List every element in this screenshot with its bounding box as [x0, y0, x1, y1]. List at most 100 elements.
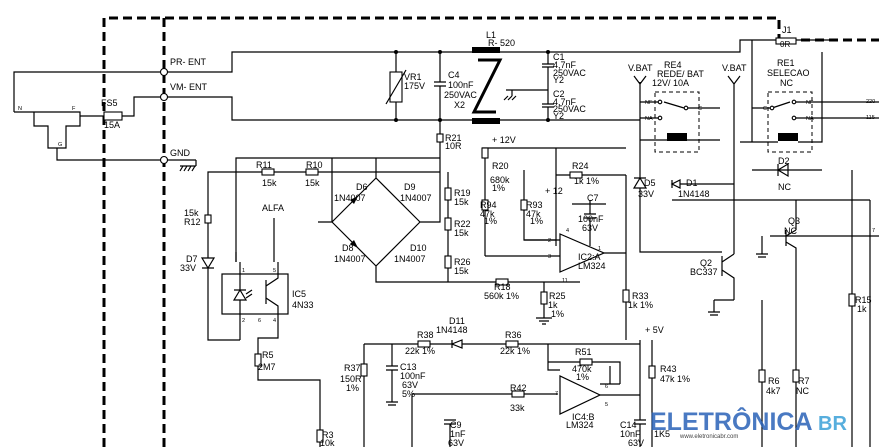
- r43-ref: R43: [660, 364, 677, 374]
- fuse-fs5: FS5 15A: [101, 96, 160, 130]
- ic4-part: LM324: [566, 420, 594, 430]
- c4-rating: 250VAC: [444, 90, 477, 100]
- d7-value: 33V: [180, 263, 196, 273]
- r51-tol: 1%: [576, 372, 589, 382]
- r42-ref: R42: [510, 383, 527, 393]
- resistor-r19: R19 15k: [444, 187, 471, 207]
- r12-d7-path: [207, 171, 240, 341]
- r93-value: 47k: [526, 209, 541, 219]
- d5-ref: D5: [644, 178, 656, 188]
- d2-ref: D2: [778, 156, 790, 166]
- relay-re1: C NF NA RE1 SELECAO NC: [740, 40, 879, 153]
- c13-rating: 63V: [402, 380, 418, 390]
- r25-value: 1k: [548, 300, 558, 310]
- rail-12-label: + 12: [545, 186, 563, 196]
- r25-tol: 1%: [551, 309, 564, 319]
- c13-ref: C13: [400, 362, 417, 372]
- r36-ref: R36: [505, 330, 522, 340]
- d8-value: 1N4007: [334, 254, 366, 264]
- relay-re4: NF NA C RE4 REDE/ BAT 12V/ 10A: [639, 60, 720, 153]
- resistor-r22: R22 15k: [444, 217, 471, 238]
- r93-tol: 1%: [530, 216, 543, 226]
- d10-ref: D10: [410, 243, 427, 253]
- c9-rating: 63V: [448, 438, 464, 447]
- q2-part: BC337: [690, 267, 718, 277]
- ic2-pin4: 4: [566, 228, 569, 234]
- vr1-value: 175V: [404, 81, 425, 91]
- diode-d7: D7 33V: [180, 254, 216, 273]
- terminal-gnd: GND: [159, 148, 197, 172]
- vbat-arrow-1: [633, 75, 647, 85]
- r7-value: NC: [796, 386, 809, 396]
- r24-ref: R24: [572, 161, 589, 171]
- capacitor-c7: C7 100nF 63V: [572, 193, 606, 246]
- c1-value: 4,7nF: [553, 60, 577, 70]
- r15-ref: R15: [855, 295, 872, 305]
- re4-c: C: [698, 106, 702, 112]
- resistor-r37: R37 150R 1%: [340, 344, 368, 447]
- d5-value: 33V: [638, 189, 654, 199]
- resistor-r38: R38 22k 1%: [405, 330, 435, 356]
- resistor-r10: R10 15k: [305, 160, 323, 188]
- r5-ref: R5: [262, 350, 274, 360]
- d6-value: 1N4007: [334, 193, 366, 203]
- c9-value: 1nF: [450, 429, 466, 439]
- d9-ref: D9: [404, 182, 416, 192]
- d11-value: 1N4148: [436, 325, 468, 335]
- resistor-r3: R3 10k: [316, 429, 335, 447]
- ic4-pin6: 6: [605, 384, 608, 390]
- resistor-r25: R25 1k 1%: [536, 282, 566, 325]
- d10-value: 1N4007: [394, 254, 426, 264]
- c13-value: 100nF: [400, 371, 426, 381]
- ic2-ref: IC2:A: [578, 252, 601, 262]
- r22-ref: R22: [454, 219, 471, 229]
- r6-value: 4k7: [766, 386, 781, 396]
- watermark-logo: ELETRÔNICA BR www.eletronicabr.com: [650, 406, 847, 440]
- r43-c14-net: [634, 340, 653, 447]
- re1-nf: NF: [806, 100, 814, 106]
- watermark-brand: ELETRÔNICA: [650, 406, 813, 436]
- resistor-r43: R43 47k 1%: [648, 364, 690, 384]
- r20-tol: 1%: [492, 183, 505, 193]
- d2-value: NC: [778, 182, 791, 192]
- d1-ref: D1: [686, 178, 698, 188]
- resistor-r33: R33 1k 1%: [622, 282, 653, 340]
- resistor-r21: R21 10R: [436, 120, 462, 172]
- r43-value: 47k 1%: [660, 374, 690, 384]
- ic4-pin5: 5: [605, 402, 608, 408]
- ic4-ref: IC4:B: [572, 412, 595, 422]
- r37-ref: R37: [344, 363, 361, 373]
- q3-ref: Q3: [788, 216, 800, 226]
- terminal-vm-ent: VM- ENT: [159, 82, 208, 102]
- d6-ref: D6: [356, 182, 368, 192]
- r18-ref: R18: [494, 282, 511, 292]
- rail-12v-label: + 12V: [492, 135, 516, 145]
- opamp-ic4b: 7 6 5 IC4:B LM324: [547, 344, 640, 430]
- r6-ref: R6: [768, 376, 780, 386]
- watermark-suffix: BR: [818, 413, 847, 435]
- r94-value: 47k: [480, 209, 495, 219]
- capacitor-c2: C2 4,7nF 250VAC Y2: [530, 88, 586, 121]
- c9-net: [411, 393, 500, 447]
- resistor-r15: R15 1k: [848, 293, 872, 314]
- r24-value: 1k 1%: [574, 176, 599, 186]
- r52-value: 1K5: [654, 429, 670, 439]
- c14-value: 10nF: [620, 429, 641, 439]
- resistor-r24: R24 1k 1%: [556, 161, 626, 186]
- transistor-q3: Q3 NC: [756, 200, 812, 360]
- right-bus: [812, 170, 879, 447]
- r20-ref: R20: [492, 161, 509, 171]
- c4-ref: C4: [448, 70, 460, 80]
- re1-line2: NC: [780, 78, 793, 88]
- capacitor-c14: C14 10nF 63V: [620, 420, 644, 447]
- r21-ref: R21: [445, 133, 462, 143]
- r25-ref: R25: [549, 291, 566, 301]
- r36-value: 22k 1%: [500, 346, 530, 356]
- j1-value: 0R: [780, 40, 790, 49]
- r37-tol: 1%: [346, 383, 359, 393]
- capacitor-c9: C9 1nF 63V: [444, 419, 466, 447]
- vbat-label-2: V.BAT: [722, 63, 747, 73]
- q3-part: NC: [784, 226, 797, 236]
